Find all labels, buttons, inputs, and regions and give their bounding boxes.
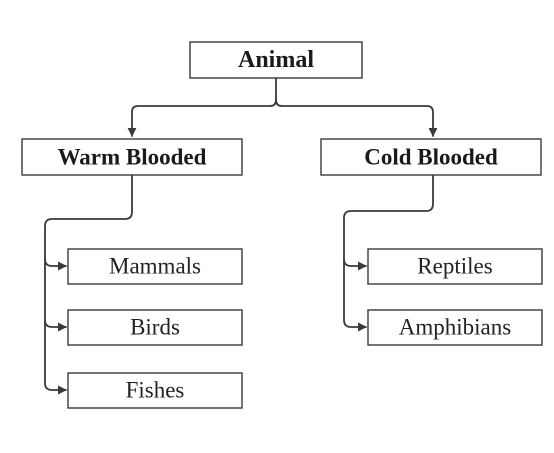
warm-branch-spine bbox=[44, 174, 133, 395]
root-to-cold-connector bbox=[275, 99, 438, 137]
root-box bbox=[189, 41, 363, 79]
cold-blooded-label: Cold Blooded bbox=[364, 145, 498, 170]
warm-blooded-box bbox=[21, 138, 243, 176]
reptiles-label: Reptiles bbox=[417, 254, 492, 279]
group-node-cold-blooded: Cold Blooded bbox=[320, 138, 542, 176]
birds-label: Birds bbox=[130, 315, 180, 340]
warm-blooded-label: Warm Blooded bbox=[58, 145, 207, 170]
leaf-node-birds: Birds bbox=[67, 309, 243, 346]
fishes-label: Fishes bbox=[126, 378, 185, 403]
birds-box bbox=[67, 309, 243, 346]
connectors bbox=[44, 77, 438, 395]
leaf-node-amphibians: Amphibians bbox=[367, 309, 543, 346]
mammals-label: Mammals bbox=[109, 254, 201, 279]
root-to-groups-connector bbox=[127, 77, 277, 137]
group-node-warm-blooded: Warm Blooded bbox=[21, 138, 243, 176]
leaf-node-fishes: Fishes bbox=[67, 372, 243, 409]
amphibians-box bbox=[367, 309, 543, 346]
amphibians-label: Amphibians bbox=[399, 315, 511, 340]
mammals-box bbox=[67, 248, 243, 285]
fishes-box bbox=[67, 372, 243, 409]
leaf-node-mammals: Mammals bbox=[67, 248, 243, 285]
cold-to-reptiles-connector bbox=[343, 258, 367, 271]
cold-branch-spine bbox=[343, 174, 434, 332]
warm-to-mammals-connector bbox=[44, 258, 67, 271]
warm-to-birds-connector bbox=[44, 319, 67, 332]
root-node: Animal bbox=[189, 41, 363, 79]
reptiles-box bbox=[367, 248, 543, 285]
leaf-node-reptiles: Reptiles bbox=[367, 248, 543, 285]
root-label: Animal bbox=[238, 47, 314, 73]
cold-blooded-box bbox=[320, 138, 542, 176]
